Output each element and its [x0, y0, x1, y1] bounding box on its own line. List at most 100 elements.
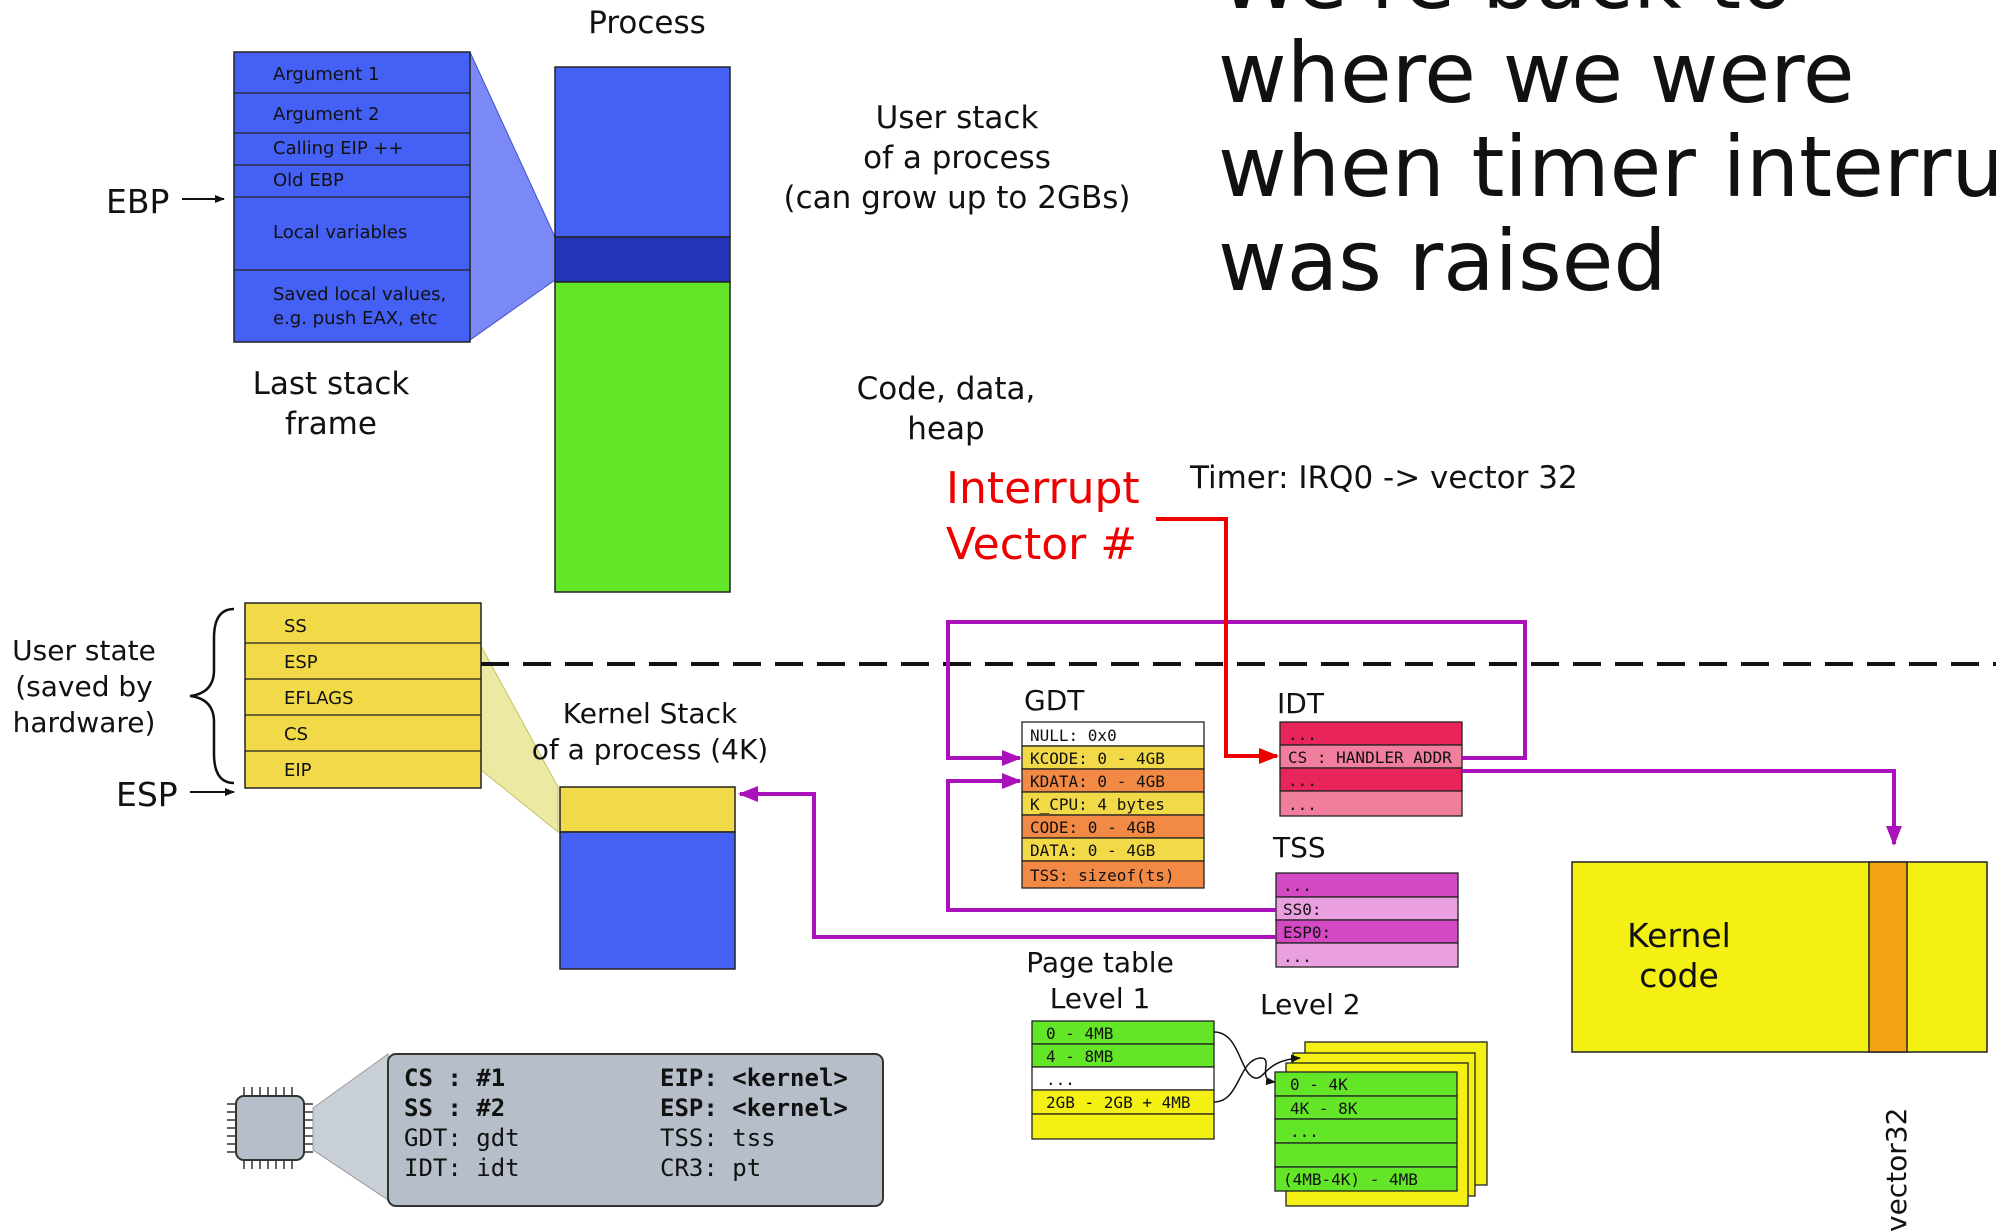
- l1-row-3: 2GB - 2GB + 4MB: [1046, 1093, 1191, 1112]
- gdt-title: GDT: [1024, 684, 1085, 717]
- l1-row-2: ...: [1046, 1070, 1075, 1089]
- user-state-label-3: hardware): [13, 706, 156, 739]
- user-stack-segment: [554, 66, 731, 238]
- interrupt-label-1: Interrupt: [946, 463, 1140, 514]
- kernel-code-label-2: code: [1639, 956, 1719, 995]
- kernel-stack-top-segment: [559, 786, 736, 833]
- user-stack-label-2: of a process: [863, 140, 1051, 176]
- page-table-title-2: Level 1: [1050, 982, 1151, 1015]
- user-state-eflags: EFLAGS: [284, 688, 354, 709]
- idt-row-3: ...: [1288, 795, 1317, 814]
- page-table-level2: 0 - 4K 4K - 8K ... (4MB-4K) - 4MB: [1274, 1071, 1458, 1192]
- kernel-stack-label-2: of a process (4K): [532, 733, 768, 766]
- kernel-stack-label-1: Kernel Stack: [563, 697, 738, 730]
- code-data-label-2: heap: [907, 411, 984, 447]
- heading-line-3: was raised: [1218, 212, 1667, 310]
- cpu-reg-esp: ESP: <kernel>: [660, 1094, 848, 1122]
- gdt-row-null: NULL: 0x0: [1030, 726, 1117, 745]
- heading-line-2: when timer interrupt: [1218, 118, 1996, 216]
- user-state-cs: CS: [284, 724, 308, 745]
- kernel-code-block: [1571, 861, 1988, 1053]
- frame-caption-1: Last stack: [253, 366, 410, 402]
- tss-row-0: ...: [1283, 876, 1312, 895]
- code-data-heap-segment: [554, 281, 731, 593]
- heading: We're back to where we were when timer i…: [1218, 0, 1996, 310]
- idt-cs-to-gdt-kcode-arrow: [946, 620, 1527, 766]
- idt-handler-to-vector32-arrow: [1462, 769, 1902, 846]
- tss-row-3: ...: [1283, 947, 1312, 966]
- page-table-title-1: Page table: [1026, 946, 1174, 979]
- l1-to-l2-arrow-b: [1213, 1057, 1276, 1103]
- kernel-code-label-1: Kernel: [1627, 916, 1731, 955]
- idt-title: IDT: [1277, 687, 1325, 720]
- cpu-reg-eip: EIP: <kernel>: [660, 1064, 848, 1092]
- kernel-stack-body: [559, 831, 736, 970]
- code-data-label-1: Code, data,: [857, 371, 1036, 407]
- user-state-box: SS ESP EFLAGS CS EIP: [244, 602, 482, 789]
- idt-row-0: ...: [1288, 725, 1317, 744]
- cpu-reg-gdt: GDT: gdt: [404, 1124, 520, 1152]
- idt-table: ... CS : HANDLER ADDR ... ...: [1279, 721, 1463, 817]
- frame-argument-1: Argument 1: [273, 64, 379, 85]
- l1-row-0: 0 - 4MB: [1046, 1024, 1113, 1043]
- l2-row-4: (4MB-4K) - 4MB: [1283, 1170, 1418, 1189]
- gdt-row-tss: TSS: sizeof(ts): [1030, 866, 1175, 885]
- gdt-row-code: CODE: 0 - 4GB: [1030, 818, 1155, 837]
- cpu-reg-cr3: CR3: pt: [660, 1154, 761, 1182]
- frame-caption-2: frame: [285, 406, 377, 442]
- cpu-registers-box: [387, 1053, 884, 1207]
- heading-line-1: where we were: [1218, 24, 1855, 122]
- esp-label: ESP: [116, 775, 178, 814]
- idt-row-2: ...: [1288, 771, 1317, 790]
- gdt-row-kdata: KDATA: 0 - 4GB: [1030, 772, 1165, 791]
- gdt-row-data: DATA: 0 - 4GB: [1030, 841, 1155, 860]
- cpu-reg-ss: SS : #2: [404, 1094, 505, 1122]
- heading-line-0: We're back to: [1218, 0, 1793, 28]
- cpu-zoom-wedge: [312, 1053, 389, 1201]
- l2-row-0: 0 - 4K: [1290, 1075, 1348, 1094]
- last-stack-frame: Argument 1 Argument 2 Calling EIP ++ Old…: [233, 51, 471, 343]
- user-stack-label-1: User stack: [876, 100, 1039, 136]
- tss-table: ... SS0: ESP0: ...: [1275, 872, 1459, 968]
- frame-local-variables: Local variables: [273, 222, 407, 243]
- gdt-row-kcpu: K_CPU: 4 bytes: [1030, 795, 1165, 814]
- vector32-label: vector32: [1880, 1108, 1913, 1232]
- user-state-label-2: (saved by: [15, 670, 152, 703]
- tss-ss0-to-gdt-kdata-arrow: [946, 773, 1276, 912]
- gdt-table: NULL: 0x0 KCODE: 0 - 4GB KDATA: 0 - 4GB …: [1021, 721, 1205, 889]
- l2-row-2: ...: [1290, 1122, 1319, 1141]
- l1-row-1: 4 - 8MB: [1046, 1047, 1113, 1066]
- frame-argument-2: Argument 2: [273, 104, 379, 125]
- gdt-row-kcode: KCODE: 0 - 4GB: [1030, 749, 1165, 768]
- tss-row-ss0: SS0:: [1283, 900, 1322, 919]
- timer-label: Timer: IRQ0 -> vector 32: [1189, 460, 1578, 496]
- idt-row-handler: CS : HANDLER ADDR: [1288, 748, 1452, 767]
- user-state-esp: ESP: [284, 652, 318, 673]
- last-frame-segment: [554, 236, 731, 283]
- stack-frame-zoom-wedge: [469, 51, 556, 341]
- cpu-reg-cs: CS : #1: [404, 1064, 505, 1092]
- l2-row-1: 4K - 8K: [1290, 1099, 1358, 1118]
- user-stack-label-3: (can grow up to 2GBs): [784, 180, 1131, 216]
- cpu-chip-icon: [227, 1087, 313, 1169]
- page-table-level1: 0 - 4MB 4 - 8MB ... 2GB - 2GB + 4MB: [1031, 1020, 1215, 1140]
- interrupt-label-2: Vector #: [946, 519, 1137, 570]
- user-state-brace: [189, 607, 235, 785]
- interrupt-vector-to-idt-arrow: [1156, 517, 1279, 764]
- user-state-ss: SS: [284, 616, 307, 637]
- frame-old-ebp: Old EBP: [273, 170, 344, 191]
- ebp-label: EBP: [106, 182, 169, 221]
- tss-row-esp0: ESP0:: [1283, 923, 1331, 942]
- process-title: Process: [588, 5, 706, 41]
- frame-saved-values-2: e.g. push EAX, etc: [273, 308, 438, 329]
- user-state-label-1: User state: [12, 634, 156, 667]
- vector32-handler-segment: [1868, 861, 1908, 1053]
- user-state-eip: EIP: [284, 760, 312, 781]
- cpu-reg-tss: TSS: tss: [660, 1124, 776, 1152]
- tss-esp0-to-kernel-stack-arrow: [738, 786, 1276, 939]
- frame-saved-values-1: Saved local values,: [273, 284, 446, 305]
- page-table-level2-title: Level 2: [1260, 988, 1361, 1021]
- cpu-reg-idt: IDT: idt: [404, 1154, 520, 1182]
- l1-to-l2-arrow-a: [1213, 1031, 1301, 1079]
